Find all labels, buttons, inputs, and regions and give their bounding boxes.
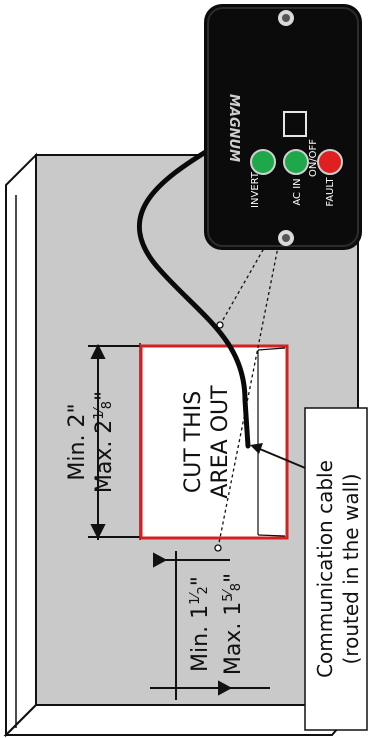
arrowhead [90,343,106,359]
height-max-label: Max. 15⁄8" [221,573,246,675]
on-off-label: ON/OFF [308,139,319,177]
cable-callout-arrow [250,443,311,471]
mounting-guide-lines [217,214,284,549]
height-min-label: Min. 11⁄2" [188,576,213,672]
cable-callout-box [304,407,368,731]
screw-hole-marker [214,544,222,552]
on-off-button[interactable] [283,111,307,137]
cutout-depth-line [257,534,286,537]
ac-in-label: AC IN [292,178,303,205]
communication-cable [136,145,251,449]
fault-indicator [317,149,343,175]
arrowhead [90,524,106,540]
invert-button[interactable] [250,149,276,175]
width-min-label: Min. 2" [65,403,90,480]
wall-top-edge [5,152,37,738]
cutout-label-line2: AREA OUT [208,385,233,499]
screw-icon [278,230,294,246]
brand-logo: MAGNUM [226,94,241,162]
fault-label: FAULT [325,176,336,206]
cutout-rect [139,344,289,540]
remote-panel-bezel [207,7,359,247]
invert-label: INVERT [250,171,261,208]
wall-edge-line [15,704,37,726]
cable-callout: Communication cable (routed in the wall) [304,407,368,731]
ac-in-button[interactable] [283,149,309,175]
screw-icon [278,10,294,26]
arrowhead [218,680,233,696]
remote-panel: MAGNUM ON/OFF INVERT AC IN FAULT [204,4,362,250]
width-dimension-lines [88,343,140,540]
cutout-depth-line [257,347,286,351]
cable-callout-line2: (routed in the wall) [339,474,363,665]
cable-callout-line1: Communication cable [313,460,337,678]
width-max-label: Max. 21⁄8" [92,391,117,493]
cutout-label-line1: CUT THIS [181,391,206,493]
cutout-area: CUT THIS AREA OUT [139,344,289,540]
arrowhead [153,552,168,568]
